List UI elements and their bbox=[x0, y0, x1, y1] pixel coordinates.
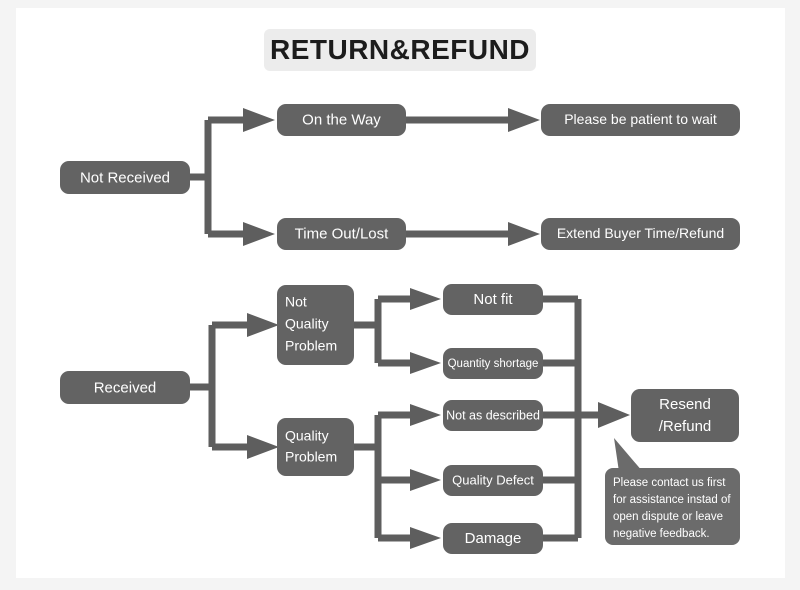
node-extend-buyer-box bbox=[541, 218, 740, 250]
node-damage[interactable]: Damage bbox=[443, 523, 543, 554]
arrow-head-quantity-shortage bbox=[410, 352, 441, 374]
node-not-quality-problem-box bbox=[277, 285, 354, 365]
arrow-head-extend-buyer bbox=[508, 222, 540, 246]
arrow-head-please-wait bbox=[508, 108, 540, 132]
arrow-head-not-fit bbox=[410, 288, 441, 310]
node-quantity-shortage[interactable]: Quantity shortage bbox=[443, 348, 543, 379]
page-title: RETURN&REFUND bbox=[269, 34, 531, 65]
arrow-head-not-as-described bbox=[410, 404, 441, 426]
node-quantity-shortage-label: Quantity shortage bbox=[448, 358, 539, 370]
node-resend-refund-label-line1: Resend bbox=[659, 396, 711, 413]
node-not-received-box bbox=[60, 161, 190, 194]
node-resend-refund[interactable]: Resend /Refund bbox=[631, 389, 739, 442]
arrow-head-damage bbox=[410, 527, 441, 549]
node-not-fit-label: Not fit bbox=[473, 291, 513, 308]
arrow-head-not-quality-problem bbox=[247, 313, 279, 337]
callout-note: Please contact us first for assistance i… bbox=[605, 438, 740, 545]
node-not-received-label: Not Received bbox=[80, 169, 170, 186]
node-on-the-way-label: On the Way bbox=[302, 111, 381, 128]
node-quality-problem-label-line2: Problem bbox=[285, 449, 337, 465]
node-resend-refund-label-line2: /Refund bbox=[659, 418, 712, 435]
node-quality-problem[interactable]: Quality Problem bbox=[277, 418, 354, 476]
node-quality-defect[interactable]: Quality Defect bbox=[443, 465, 543, 496]
node-please-be-patient-label: Please be patient to wait bbox=[564, 111, 717, 127]
node-not-received[interactable]: Not Received bbox=[60, 161, 190, 194]
node-quality-defect-label: Quality Defect bbox=[452, 472, 534, 487]
callout-note-line3: open dispute or leave bbox=[613, 511, 723, 523]
node-quality-defect-box bbox=[443, 465, 543, 496]
node-received[interactable]: Received bbox=[60, 371, 190, 404]
node-not-as-described[interactable]: Not as described bbox=[443, 400, 543, 431]
arrow-head-time-out bbox=[243, 222, 275, 246]
node-not-quality-problem-label-line3: Problem bbox=[285, 338, 337, 354]
node-received-label: Received bbox=[94, 379, 157, 396]
node-not-quality-problem-label-line1: Not bbox=[285, 294, 307, 310]
node-damage-box bbox=[443, 523, 543, 554]
node-time-out-lost[interactable]: Time Out/Lost bbox=[277, 218, 406, 250]
callout-note-line2: for assistance instad of bbox=[613, 494, 731, 506]
callout-note-box bbox=[605, 468, 740, 545]
callout-note-line4: negative feedback. bbox=[613, 528, 710, 540]
node-time-out-lost-label: Time Out/Lost bbox=[295, 225, 389, 242]
node-quantity-shortage-box bbox=[443, 348, 543, 379]
node-please-be-patient-box bbox=[541, 104, 740, 136]
node-not-as-described-label: Not as described bbox=[446, 408, 540, 422]
node-received-box bbox=[60, 371, 190, 404]
node-not-fit[interactable]: Not fit bbox=[443, 284, 543, 315]
diagram-title-banner: RETURN&REFUND bbox=[264, 29, 536, 71]
arrow-head-on-the-way bbox=[243, 108, 275, 132]
node-quality-problem-label-line1: Quality bbox=[285, 428, 329, 444]
node-quality-problem-box bbox=[277, 418, 354, 476]
node-not-quality-problem[interactable]: Not Quality Problem bbox=[277, 285, 354, 365]
node-resend-refund-box bbox=[631, 389, 739, 442]
node-extend-buyer-time-refund[interactable]: Extend Buyer Time/Refund bbox=[541, 218, 740, 250]
node-on-the-way-box bbox=[277, 104, 406, 136]
node-not-quality-problem-label-line2: Quality bbox=[285, 316, 329, 332]
node-time-out-lost-box bbox=[277, 218, 406, 250]
node-not-fit-box bbox=[443, 284, 543, 315]
node-on-the-way[interactable]: On the Way bbox=[277, 104, 406, 136]
arrow-head-quality-problem bbox=[247, 435, 279, 459]
node-extend-buyer-label: Extend Buyer Time/Refund bbox=[557, 225, 724, 241]
callout-note-line1: Please contact us first bbox=[613, 477, 726, 489]
arrow-head-quality-defect bbox=[410, 469, 441, 491]
node-please-be-patient[interactable]: Please be patient to wait bbox=[541, 104, 740, 136]
arrow-head-resend-refund bbox=[598, 402, 630, 428]
node-not-as-described-box bbox=[443, 400, 543, 431]
node-damage-label: Damage bbox=[465, 530, 522, 547]
